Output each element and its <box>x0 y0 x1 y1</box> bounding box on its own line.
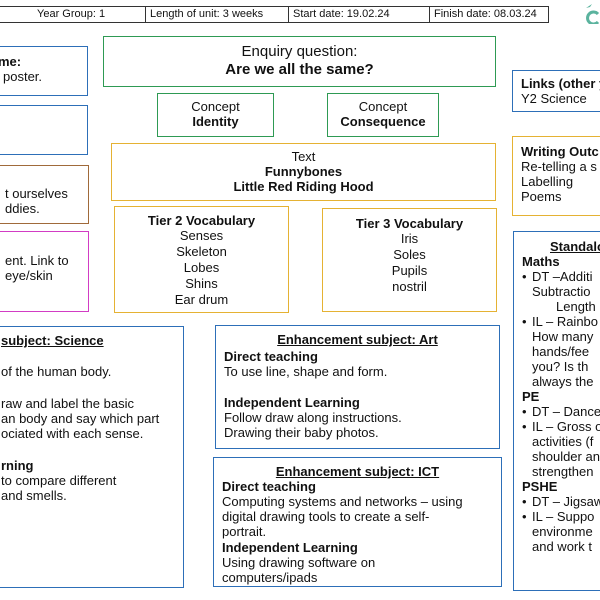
left-box-3-line1: t ourselves <box>5 186 68 201</box>
tier2-vocabulary-box: Tier 2 Vocabulary Senses Skeleton Lobes … <box>114 206 289 313</box>
art-title: Enhancement subject: Art <box>277 332 438 347</box>
concept-value: Identity <box>192 114 239 129</box>
writing-outcomes-box: Writing Outc Re-telling a s Labelling Po… <box>512 136 600 216</box>
links-box: Links (other y Y2 Science <box>512 70 600 112</box>
tier2-word: Skeleton <box>176 244 227 259</box>
ict-direct-line: portrait. <box>222 524 267 539</box>
enquiry-label: Enquiry question: <box>241 43 358 60</box>
maths-item: IL – Rainbo How many hands/fee you? Is t… <box>522 314 600 389</box>
science-line: an body and say which part <box>1 411 160 426</box>
header-length: Length of unit: 3 weeks <box>145 6 289 23</box>
pe-item: IL – Gross o activities (f shoulder an s… <box>522 419 600 479</box>
pe-item: DT – Dance <box>522 404 600 419</box>
enquiry-question-box: Enquiry question: Are we all the same? <box>103 36 496 87</box>
concept-label: Concept <box>358 99 408 114</box>
tier2-word: Lobes <box>183 260 220 275</box>
tier2-title: Tier 2 Vocabulary <box>147 213 256 228</box>
left-box-2 <box>0 105 88 155</box>
tier3-word: nostril <box>392 279 427 294</box>
left-box-4-line2: eye/skin <box>5 268 53 283</box>
science-line: of the human body. <box>1 364 112 379</box>
tier3-word: Iris <box>400 231 419 246</box>
maths-heading: Maths <box>522 254 560 269</box>
pshe-item: DT – Jigsaw <box>522 494 600 509</box>
ict-independent-line: Using drawing software on <box>222 555 376 570</box>
tier2-word: Shins <box>185 276 218 291</box>
pshe-list: DT – Jigsaw IL – Suppo environme and wor… <box>522 494 600 554</box>
ict-title: Enhancement subject: ICT <box>275 464 440 479</box>
left-box-3: t ourselves ddies. <box>0 165 89 224</box>
tier2-word: Ear drum <box>174 292 229 307</box>
standalone-title: Standalo <box>550 239 600 254</box>
pe-list: DT – Dance IL – Gross o activities (f sh… <box>522 404 600 479</box>
year-group-text: Year Group: 1 <box>37 8 106 20</box>
left-box-1-title: me: <box>0 54 22 69</box>
concept-consequence-box: Concept Consequence <box>327 93 439 137</box>
writing-line: Re-telling a s <box>521 159 597 174</box>
concept-label: Concept <box>191 99 240 114</box>
ict-independent-line: computers/ipads <box>222 570 318 585</box>
text-title-1: Funnybones <box>264 164 343 179</box>
links-title: Links (other y <box>521 76 600 91</box>
art-independent-heading: Independent Learning <box>224 395 360 410</box>
links-text: Y2 Science <box>521 91 587 106</box>
science-line: to compare different <box>1 473 117 488</box>
ict-independent-heading: Independent Learning <box>222 540 358 555</box>
standalone-box: Standalo Maths DT –Additi Subtractio Len… <box>513 231 600 591</box>
header-start: Start date: 19.02.24 <box>288 6 430 23</box>
tier2-word: Senses <box>179 228 224 243</box>
concept-value: Consequence <box>340 114 426 129</box>
pshe-heading: PSHE <box>522 479 558 494</box>
science-title: subject: Science <box>1 333 104 348</box>
left-box-4: ent. Link to eye/skin <box>0 231 89 312</box>
science-line: ociated with each sense. <box>1 426 144 441</box>
ict-direct-line: digital drawing tools to create a self- <box>222 509 430 524</box>
maths-item: DT –Additi Subtractio Length <box>522 269 600 314</box>
art-independent-line: Follow draw along instructions. <box>224 410 402 425</box>
ict-subject-box: Enhancement subject: ICT Direct teaching… <box>213 457 502 587</box>
tier3-title: Tier 3 Vocabulary <box>355 216 464 231</box>
art-direct-text: To use line, shape and form. <box>224 364 388 379</box>
ict-direct-line: Computing systems and networks – using <box>222 494 463 509</box>
left-box-1: me: poster. <box>0 46 88 96</box>
maths-list: DT –Additi Subtractio Length IL – Rainbo… <box>522 269 600 389</box>
text-title-2: Little Red Riding Hood <box>233 179 374 194</box>
header-year-group: Year Group: 1 <box>0 6 146 23</box>
science-line: raw and label the basic <box>1 396 134 411</box>
science-line: rning <box>1 458 34 473</box>
writing-line: Poems <box>521 189 562 204</box>
left-box-3-line2: ddies. <box>5 201 40 216</box>
tier3-word: Soles <box>393 247 426 262</box>
art-independent-line: Drawing their baby photos. <box>224 425 379 440</box>
tier3-word: Pupils <box>391 263 428 278</box>
science-line: and smells. <box>1 488 67 503</box>
logo-icon <box>584 2 600 26</box>
pe-heading: PE <box>522 389 540 404</box>
enquiry-question: Are we all the same? <box>225 61 374 78</box>
concept-identity-box: Concept Identity <box>157 93 274 137</box>
left-box-4-line1: ent. Link to <box>5 253 69 268</box>
header-finish: Finish date: 08.03.24 <box>429 6 549 23</box>
pshe-item: IL – Suppo environme and work t <box>522 509 600 554</box>
left-box-1-text: poster. <box>3 69 43 84</box>
writing-title: Writing Outc <box>521 144 599 159</box>
text-box: Text Funnybones Little Red Riding Hood <box>111 143 496 201</box>
art-subject-box: Enhancement subject: Art Direct teaching… <box>215 325 500 449</box>
writing-line: Labelling <box>521 174 574 189</box>
text-label: Text <box>291 149 316 164</box>
art-direct-heading: Direct teaching <box>224 349 318 364</box>
tier3-vocabulary-box: Tier 3 Vocabulary Iris Soles Pupils nost… <box>322 208 497 312</box>
ict-direct-heading: Direct teaching <box>222 479 316 494</box>
science-subject-box: subject: Science of the human body. raw … <box>0 326 184 588</box>
